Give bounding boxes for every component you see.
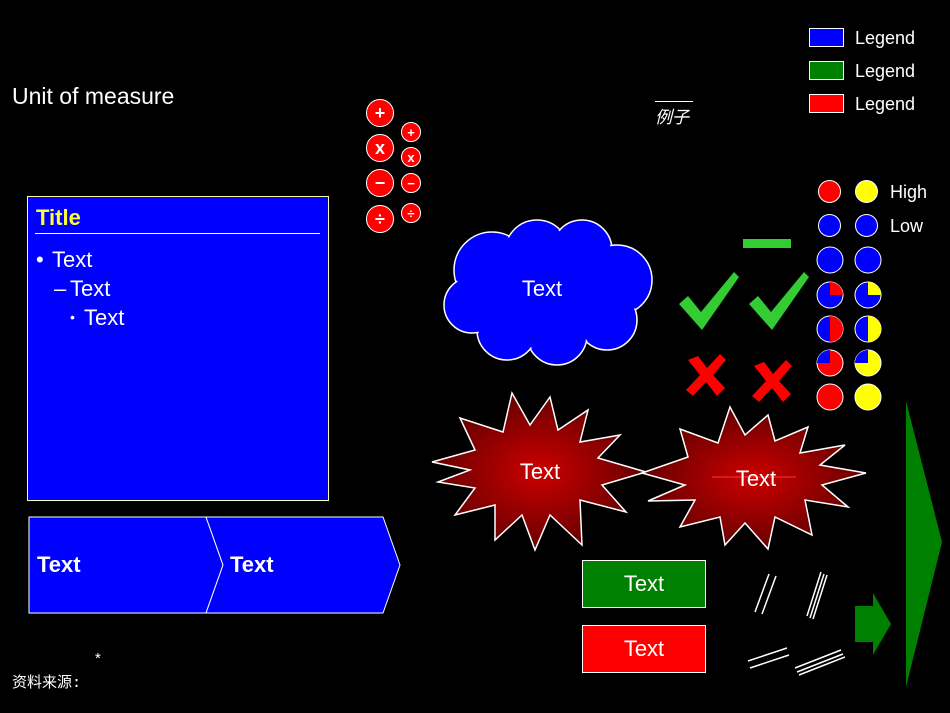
harvey-ball-half-red[interactable]	[816, 315, 844, 343]
break-line	[754, 573, 770, 613]
multiply-small-icon[interactable]: x	[401, 147, 421, 167]
break-line	[749, 654, 790, 669]
check-icon[interactable]	[746, 268, 812, 334]
starburst-left[interactable]	[430, 390, 650, 552]
break-line	[794, 649, 842, 669]
harvey-ball-full-yellow[interactable]	[854, 383, 882, 411]
harvey-ball-empty[interactable]	[854, 246, 882, 274]
low-label: Low	[890, 216, 924, 236]
harvey-ball-three-quarter-red[interactable]	[816, 349, 844, 377]
legend-label: Legend	[855, 94, 916, 114]
harvey-ball-three-quarter-yellow[interactable]	[854, 349, 882, 377]
example-label: 例子	[655, 108, 689, 128]
high-label: High	[890, 182, 928, 202]
check-icon[interactable]	[676, 268, 742, 334]
starburst-left-label: Text	[519, 459, 561, 484]
box-title: Title	[36, 205, 81, 230]
cloud-shape[interactable]	[437, 210, 662, 370]
divide-small-icon[interactable]: ÷	[401, 203, 421, 223]
bullet-marker: •	[36, 247, 44, 272]
break-line	[806, 571, 822, 617]
title-underline	[35, 233, 320, 234]
break-line	[809, 573, 825, 619]
unit-of-measure: Unit of measure	[12, 83, 175, 109]
bullet-text: Text	[84, 305, 125, 330]
multiply-icon[interactable]: x	[366, 134, 394, 162]
green-text-box[interactable]: Text	[582, 560, 706, 608]
harvey-ball-half-yellow[interactable]	[854, 315, 882, 343]
cross-icon[interactable]	[748, 358, 796, 404]
harvey-ball-empty[interactable]	[816, 246, 844, 274]
divide-icon[interactable]: ÷	[366, 205, 394, 233]
bullet-level-2: –Text	[54, 276, 110, 302]
harvey-ball-full-red[interactable]	[816, 383, 844, 411]
source-label: 资料来源:	[12, 673, 82, 691]
bullet-level-3: • Text	[70, 305, 124, 331]
bullet-level-1: • Text	[36, 247, 92, 273]
example-overline	[655, 101, 693, 102]
minus-small-icon[interactable]: −	[401, 173, 421, 193]
legend-swatch-red	[809, 94, 844, 113]
plus-small-icon[interactable]: +	[401, 122, 421, 142]
bullet-marker: –	[54, 276, 67, 301]
harvey-ball-quarter-yellow[interactable]	[854, 281, 882, 309]
break-line	[796, 653, 844, 673]
harvey-ball-quarter-red[interactable]	[816, 281, 844, 309]
red-text-box[interactable]: Text	[582, 625, 706, 673]
cross-icon[interactable]	[682, 352, 730, 398]
bullet-text: Text	[52, 247, 93, 272]
legend-swatch-blue	[809, 28, 844, 47]
legend-label: Legend	[855, 28, 916, 48]
plus-icon[interactable]: +	[366, 99, 394, 127]
dash-icon[interactable]	[743, 239, 791, 248]
chevron-label-1: Text	[37, 552, 81, 577]
break-line	[812, 574, 828, 620]
triangle-right-icon[interactable]	[905, 400, 943, 690]
legend-label: Legend	[855, 61, 916, 81]
bullet-marker: •	[70, 309, 75, 325]
chevron-step-2[interactable]	[205, 516, 401, 614]
title-text-box[interactable]: Title •Text –Text •Text	[27, 196, 329, 501]
legend-swatch-green	[809, 61, 844, 80]
cloud-label: Text	[521, 276, 563, 301]
chevron-process[interactable]	[28, 516, 403, 616]
bullet-text: Text	[70, 276, 111, 301]
high-dot-yellow[interactable]	[855, 180, 878, 203]
break-line	[761, 575, 777, 615]
starburst-right-label: Text	[735, 466, 777, 491]
arrow-right-icon[interactable]	[854, 592, 892, 656]
chevron-label-2: Text	[230, 552, 274, 577]
break-line	[747, 647, 788, 662]
minus-icon[interactable]: −	[366, 169, 394, 197]
high-dot-red[interactable]	[818, 180, 841, 203]
harvey-balls[interactable]	[815, 245, 887, 415]
footnote-star: *	[95, 650, 101, 667]
low-dot-blue[interactable]	[818, 214, 841, 237]
low-dot-blue[interactable]	[855, 214, 878, 237]
break-line	[798, 656, 845, 676]
starburst-right[interactable]	[640, 405, 868, 553]
break-marks	[747, 571, 845, 676]
